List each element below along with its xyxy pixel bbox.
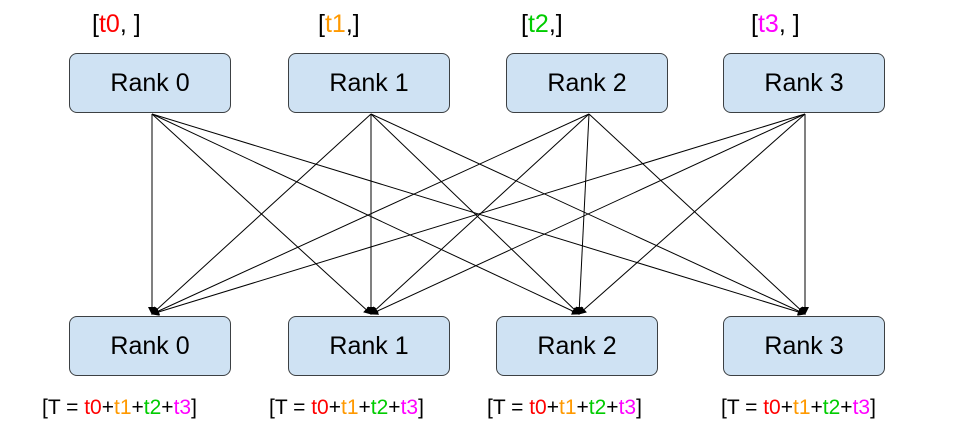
tensor-t2: t2 [143, 396, 162, 419]
result-label-3: [T = t0+t1+t2+t3] [721, 396, 876, 420]
result-label-2: [T = t0+t1+t2+t3] [487, 396, 642, 420]
tensor-t3: t3 [852, 396, 871, 419]
result-prefix: [T = [487, 396, 530, 419]
bottom-rank-box-3: Rank 3 [723, 316, 885, 376]
edge-rank3-to-rank0 [151, 113, 806, 316]
edge-rank1-to-rank2 [370, 113, 580, 315]
result-prefix: [T = [42, 396, 85, 419]
edge-rank1-to-rank0 [151, 113, 372, 315]
rank-label: Rank 2 [547, 68, 627, 97]
tensor-t2: t2 [370, 396, 389, 419]
tensor-t1: t1 [341, 396, 359, 419]
bracket-close: ,] [548, 10, 563, 38]
rank-label: Rank 1 [329, 68, 409, 97]
tensor-t1: t1 [559, 396, 577, 419]
top-rank-box-1: Rank 1 [288, 53, 450, 113]
edge-rank0-to-rank2 [151, 113, 580, 315]
plus-sign: + [131, 396, 144, 419]
rank-label: Rank 3 [764, 331, 844, 360]
bracket-close: , ] [119, 10, 141, 38]
tensor-t2: t2 [822, 396, 841, 419]
tensor-t2: t2 [588, 396, 607, 419]
plus-sign: + [161, 396, 174, 419]
plus-sign: + [388, 396, 401, 419]
top-tensor-label-3: [t3, ] [751, 10, 800, 39]
rank-label: Rank 0 [110, 331, 190, 360]
tensor-t2: t2 [527, 10, 549, 38]
bottom-rank-box-0: Rank 0 [69, 316, 231, 376]
rank-label: Rank 0 [110, 68, 190, 97]
tensor-t0: t0 [311, 396, 329, 419]
edge-rank2-to-rank0 [151, 113, 590, 315]
top-tensor-label-1: [t1,] [318, 10, 360, 39]
result-prefix: [T = [269, 396, 312, 419]
tensor-t3: t3 [400, 396, 419, 419]
bracket-close: ,] [345, 10, 360, 38]
tensor-t1: t1 [114, 396, 132, 419]
top-rank-box-3: Rank 3 [723, 53, 885, 113]
bracket-close: , ] [778, 10, 800, 38]
result-suffix: ] [418, 396, 424, 419]
plus-sign: + [546, 396, 559, 419]
tensor-t3: t3 [757, 10, 779, 38]
edge-rank2-to-rank3 [588, 113, 806, 315]
top-tensor-label-2: [t2,] [521, 10, 563, 39]
edge-rank3-to-rank1 [370, 113, 806, 315]
top-rank-box-2: Rank 2 [506, 53, 668, 113]
plus-sign: + [358, 396, 371, 419]
plus-sign: + [810, 396, 823, 419]
plus-sign: + [606, 396, 619, 419]
plus-sign: + [576, 396, 589, 419]
result-suffix: ] [870, 396, 876, 419]
edge-rank2-to-rank2 [575, 113, 590, 315]
top-tensor-label-0: [t0, ] [92, 10, 141, 39]
bracket-open: [ [521, 10, 528, 38]
result-label-0: [T = t0+t1+t2+t3] [42, 396, 197, 420]
result-suffix: ] [191, 396, 197, 419]
result-label-1: [T = t0+t1+t2+t3] [269, 396, 424, 420]
tensor-t0: t0 [84, 396, 102, 419]
bracket-open: [ [751, 10, 758, 38]
plus-sign: + [101, 396, 114, 419]
bracket-open: [ [318, 10, 325, 38]
plus-sign: + [840, 396, 853, 419]
tensor-t1: t1 [793, 396, 811, 419]
plus-sign: + [780, 396, 793, 419]
rank-label: Rank 2 [537, 331, 617, 360]
tensor-t3: t3 [173, 396, 192, 419]
tensor-t0: t0 [763, 396, 781, 419]
rank-label: Rank 3 [764, 68, 844, 97]
tensor-t1: t1 [324, 10, 346, 38]
tensor-t3: t3 [618, 396, 637, 419]
rank-label: Rank 1 [329, 331, 409, 360]
plus-sign: + [328, 396, 341, 419]
bracket-open: [ [92, 10, 99, 38]
result-prefix: [T = [721, 396, 764, 419]
top-rank-box-0: Rank 0 [69, 53, 231, 113]
tensor-t0: t0 [529, 396, 547, 419]
bottom-rank-box-2: Rank 2 [496, 316, 658, 376]
result-suffix: ] [636, 396, 642, 419]
bottom-rank-box-1: Rank 1 [288, 316, 450, 376]
edge-rank3-to-rank2 [578, 113, 806, 315]
tensor-t0: t0 [98, 10, 120, 38]
